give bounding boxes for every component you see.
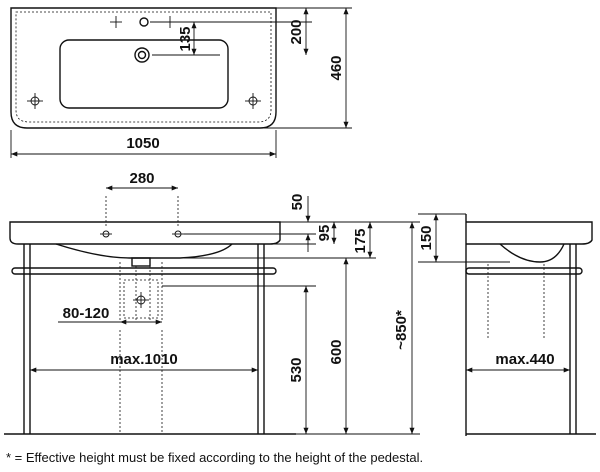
- dim-460-label: 460: [328, 55, 345, 80]
- side-view: 150 max.440: [418, 213, 596, 436]
- dim-175-label: 175: [352, 228, 369, 253]
- dim-80-120-label: 80-120: [63, 305, 110, 322]
- tap-hole-marker: [110, 16, 122, 28]
- fixing-point: [245, 93, 261, 109]
- towel-rail: [11, 267, 277, 275]
- waste-outlet: [134, 47, 150, 63]
- basin-side: [466, 221, 593, 245]
- tap-hole: [139, 17, 149, 27]
- basin-bowl: [59, 39, 229, 109]
- dim-max440-label: max.440: [495, 351, 554, 368]
- dim-200-label: 200: [288, 19, 305, 44]
- dim-1050-label: 1050: [126, 135, 159, 152]
- dim-280-label: 280: [129, 170, 154, 187]
- dim-max1010-label: max.1010: [110, 351, 178, 368]
- top-view: 460 200 135 1050: [10, 7, 352, 158]
- footnote: * = Effective height must be fixed accor…: [6, 450, 423, 465]
- siphon-outlet: [131, 257, 151, 267]
- tap-hole-marker: [100, 230, 112, 238]
- fixing-point: [27, 93, 43, 109]
- towel-rail-side: [465, 267, 583, 275]
- dim-50-label: 50: [289, 194, 306, 211]
- dim-95-label: 95: [316, 225, 333, 242]
- tap-hole-marker: [172, 230, 184, 238]
- wall-outlet-marker: [133, 292, 149, 308]
- dim-600-label: 600: [328, 339, 345, 364]
- basin-bowl-side: [499, 243, 565, 263]
- front-view: 280 50 95 175 80-120 max.1010 530 600 ~8…: [4, 170, 420, 435]
- dim-850-label: ~850*: [393, 310, 410, 350]
- dim-150-label: 150: [418, 225, 435, 250]
- dim-135-label: 135: [177, 26, 194, 51]
- basin-front: [9, 221, 281, 245]
- basin-inner-rim: [15, 11, 272, 123]
- dim-530-label: 530: [288, 357, 305, 382]
- basin-bowl-front: [55, 243, 233, 259]
